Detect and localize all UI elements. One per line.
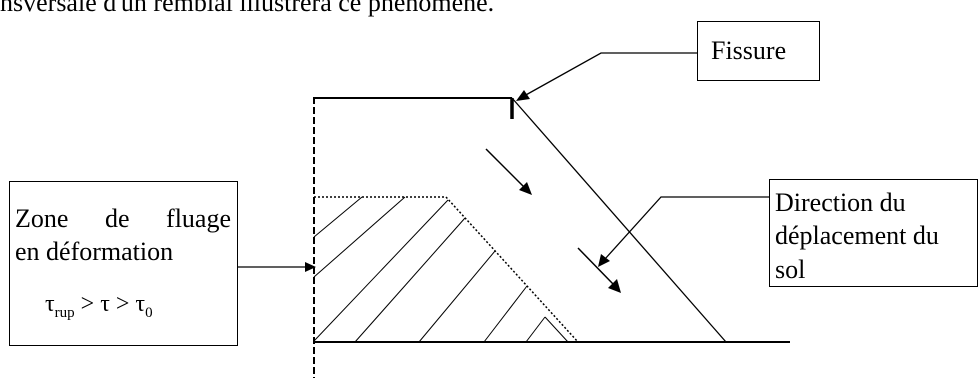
direction-label-line-3: sol: [775, 254, 806, 284]
hatch-line: [483, 285, 528, 343]
hatch-line: [354, 217, 466, 343]
direction-label-line-2: déplacement du: [775, 221, 939, 251]
hatch-line: [544, 316, 569, 343]
hatch-line: [313, 199, 449, 342]
creep-zone-side-dotted: [445, 196, 579, 343]
hatch-line: [313, 196, 363, 238]
direction-callout-arrow: [598, 196, 769, 267]
header-text: nsversale d'un remblai illustrera ce phé…: [0, 0, 495, 17]
movement-arrow-upper: [485, 148, 532, 195]
movement-arrow-lower: [577, 247, 621, 293]
zone-callout-arrow: [238, 262, 316, 272]
direction-label-box: Direction du déplacement du sol: [769, 179, 978, 287]
zone-word-3: fluage: [166, 204, 231, 233]
fissure-label-box: Fissure: [697, 21, 820, 81]
shear-stress-inequality: τrup > τ > τ0: [45, 290, 153, 321]
direction-label-line-1: Direction du: [775, 188, 906, 217]
zone-label-line-1: Zone de fluage: [15, 202, 231, 235]
hatch-line: [313, 196, 406, 278]
zone-word-2: de: [104, 204, 130, 233]
hatch-line: [418, 250, 496, 343]
creep-zone-label-box: Zone de fluage en déformation τrup > τ >…: [9, 181, 238, 346]
fissure-callout-arrow: [516, 52, 697, 101]
embankment-slope: [511, 97, 727, 343]
fissure-label: Fissure: [711, 36, 787, 65]
zone-word-1: Zone: [15, 204, 69, 233]
hatch-line: [525, 316, 546, 343]
zone-label-line-2: en déformation: [15, 237, 174, 267]
